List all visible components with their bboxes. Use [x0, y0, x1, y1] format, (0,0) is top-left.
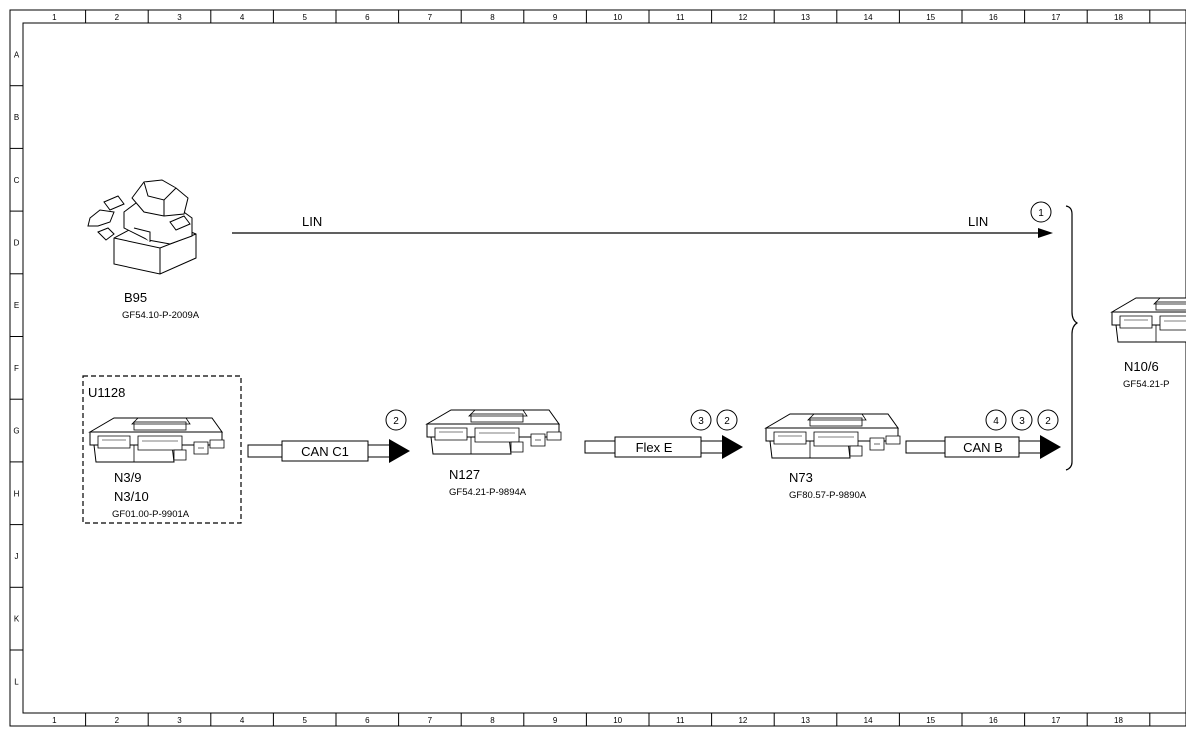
row-E: E: [14, 301, 19, 310]
svg-text:2: 2: [393, 416, 399, 427]
bottom-col-14: 14: [864, 716, 873, 725]
can-b-marker-3: 3: [1011, 409, 1033, 431]
n127-ecu-icon: [426, 409, 562, 455]
bottom-col-8: 8: [490, 716, 495, 725]
n3-9-label: N3/9: [114, 470, 141, 485]
u1128-code: GF01.00-P-9901A: [112, 509, 190, 520]
b95-code: GF54.10-P-2009A: [122, 310, 200, 321]
bottom-col-16: 16: [989, 716, 998, 725]
bottom-col-5: 5: [302, 716, 307, 725]
outer-frame: [9, 9, 1186, 727]
svg-text:2: 2: [1045, 416, 1051, 427]
top-col-14: 14: [864, 13, 873, 22]
row-D: D: [14, 238, 20, 247]
svg-text:2: 2: [724, 416, 730, 427]
bottom-col-13: 13: [801, 716, 810, 725]
top-col-2: 2: [115, 13, 120, 22]
top-col-15: 15: [926, 13, 935, 22]
bottom-col-9: 9: [553, 716, 558, 725]
can-b-marker-4: 4: [985, 409, 1007, 431]
can-c1-bus-arrow: [247, 439, 410, 463]
can-c1-marker-2: 2: [385, 409, 407, 431]
flex-e-marker-2: 2: [716, 409, 738, 431]
bottom-col-10: 10: [613, 716, 622, 725]
lin-arrowhead: [1038, 228, 1053, 238]
can-b-bus-arrow: [905, 435, 1061, 459]
can-b-label: CAN B: [963, 440, 1003, 455]
bottom-col-18: 18: [1114, 716, 1123, 725]
svg-text:3: 3: [698, 416, 704, 427]
top-col-1: 1: [52, 13, 57, 22]
group-brace: [1065, 205, 1079, 471]
top-col-11: 11: [676, 13, 685, 22]
n73-code: GF80.57-P-9890A: [789, 490, 867, 501]
lin-marker-1: 1: [1030, 201, 1052, 223]
bottom-col-15: 15: [926, 716, 935, 725]
bottom-col-7: 7: [428, 716, 433, 725]
top-col-10: 10: [613, 13, 622, 22]
n73-label: N73: [789, 470, 813, 485]
row-L: L: [14, 677, 19, 686]
n127-code: GF54.21-P-9894A: [449, 487, 527, 498]
row-F: F: [14, 364, 19, 373]
n10-6-ecu-icon: [1111, 297, 1186, 343]
n10-6-code: GF54.21-P: [1123, 379, 1169, 390]
top-col-9: 9: [553, 13, 558, 22]
flex-e-bus-arrow: [584, 435, 743, 459]
bottom-col-2: 2: [115, 716, 120, 725]
top-col-8: 8: [490, 13, 495, 22]
bottom-col-3: 3: [177, 716, 182, 725]
bottom-col-6: 6: [365, 716, 370, 725]
inner-frame: [22, 22, 1186, 714]
n3-10-label: N3/10: [114, 489, 149, 504]
row-H: H: [14, 489, 20, 498]
top-col-3: 3: [177, 13, 182, 22]
top-col-16: 16: [989, 13, 998, 22]
svg-text:3: 3: [1019, 416, 1025, 427]
can-c1-label: CAN C1: [301, 444, 349, 459]
can-b-marker-2: 2: [1037, 409, 1059, 431]
u1128-ecu-icon: [89, 417, 225, 463]
top-col-5: 5: [302, 13, 307, 22]
b95-sensor-icon: [87, 179, 197, 275]
row-C: C: [14, 176, 20, 185]
flex-e-marker-3: 3: [690, 409, 712, 431]
lin-label-right: LIN: [968, 214, 988, 229]
row-B: B: [14, 113, 19, 122]
b95-label: B95: [124, 290, 147, 305]
top-col-17: 17: [1051, 13, 1060, 22]
top-col-4: 4: [240, 13, 245, 22]
row-G: G: [13, 427, 19, 436]
n127-label: N127: [449, 467, 480, 482]
svg-text:1: 1: [1038, 208, 1044, 219]
bottom-col-11: 11: [676, 716, 685, 725]
u1128-label: U1128: [88, 385, 125, 400]
bottom-col-12: 12: [738, 716, 747, 725]
bottom-col-4: 4: [240, 716, 245, 725]
bottom-col-17: 17: [1051, 716, 1060, 725]
flex-e-label: Flex E: [636, 440, 673, 455]
top-col-12: 12: [738, 13, 747, 22]
top-col-18: 18: [1114, 13, 1123, 22]
row-A: A: [14, 50, 20, 59]
top-col-6: 6: [365, 13, 370, 22]
top-col-13: 13: [801, 13, 810, 22]
lin-label-left: LIN: [302, 214, 322, 229]
row-ruler-left: A B C D E F G H J K L: [10, 50, 23, 686]
top-col-7: 7: [428, 13, 433, 22]
row-K: K: [14, 615, 20, 624]
bottom-col-1: 1: [52, 716, 57, 725]
row-J: J: [15, 552, 19, 561]
u1128-group-box: [82, 375, 242, 524]
n73-ecu-icon: [765, 413, 901, 459]
svg-text:4: 4: [993, 416, 999, 427]
n10-6-label: N10/6: [1124, 359, 1159, 374]
